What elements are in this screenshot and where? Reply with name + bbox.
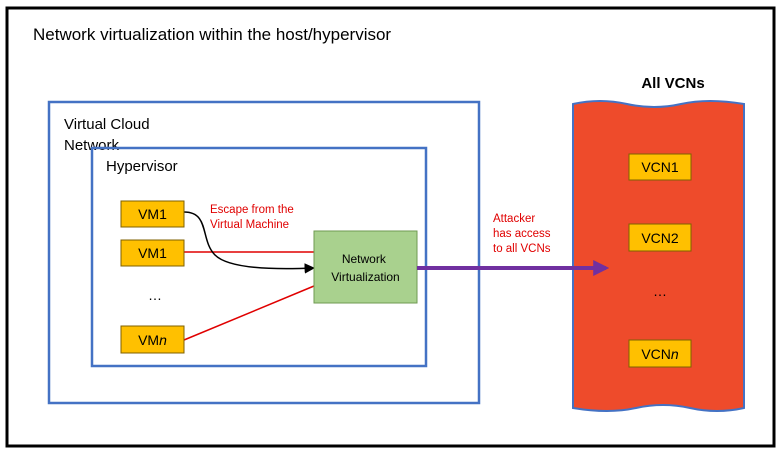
- escape-label: Escape from the Virtual Machine: [210, 204, 297, 231]
- network-virtualization-label: Network Virtualization: [331, 252, 399, 284]
- attacker-label: Attacker has access to all VCNs: [493, 213, 554, 255]
- vcn-box: VCN2: [628, 223, 692, 252]
- all-vcns-area: [572, 100, 745, 412]
- vm-label: VM1: [138, 206, 167, 222]
- vm-box: VMn: [120, 325, 185, 354]
- vm-box: VM1: [120, 239, 185, 267]
- vm-ellipsis: …: [148, 287, 162, 303]
- vcn-label: VCN2: [641, 230, 679, 246]
- vmn-connector-line: [183, 285, 315, 341]
- escape-arrow: [183, 211, 316, 274]
- vcn-label: VCNn: [641, 346, 679, 362]
- hypervisor-box: [90, 146, 428, 368]
- all-vcns-title: All VCNs: [641, 75, 704, 92]
- vcn-box: VCNn: [628, 339, 692, 368]
- vcn-box: VCN1: [628, 153, 692, 181]
- vcn-ellipsis: …: [653, 283, 667, 299]
- vm-box: VM1: [120, 200, 185, 228]
- virtual-cloud-network-label: Virtual Cloud Network: [64, 116, 154, 154]
- vcn-label: VCN1: [641, 159, 679, 175]
- vm-label: VMn: [138, 332, 167, 348]
- diagram-title: Network virtualization within the host/h…: [33, 25, 391, 44]
- hypervisor-label: Hypervisor: [106, 158, 178, 175]
- network-virtualization-box: [313, 230, 418, 304]
- vm-label: VM1: [138, 245, 167, 261]
- virtual-cloud-network-box: [47, 100, 481, 405]
